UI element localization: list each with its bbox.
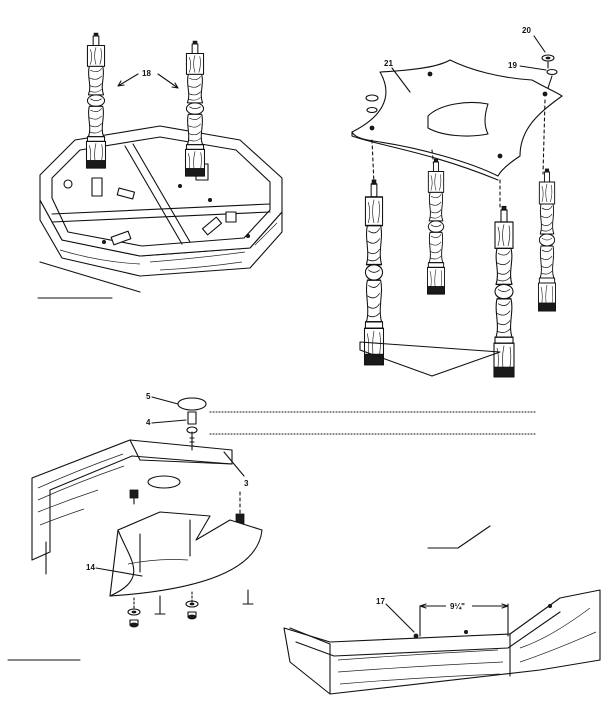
- bracket-assembly: 5 4 3 14: [7, 392, 536, 661]
- callout-20: 20: [522, 26, 531, 35]
- rail-dimension-detail: 9¼" 17: [283, 589, 601, 695]
- callout-19: 19: [508, 61, 517, 70]
- top-plate-exploded-assembly: 21 20 19: [351, 26, 563, 378]
- dimension-label: 9¼": [450, 602, 465, 611]
- callout-14: 14: [86, 563, 95, 572]
- octagon-table-assembly: 18: [37, 32, 283, 299]
- callout-21: 21: [384, 59, 393, 68]
- callout-5: 5: [146, 392, 151, 401]
- callout-18: 18: [142, 69, 151, 78]
- callout-17: 17: [376, 597, 385, 606]
- callout-4: 4: [146, 418, 151, 427]
- callout-3: 3: [244, 479, 249, 488]
